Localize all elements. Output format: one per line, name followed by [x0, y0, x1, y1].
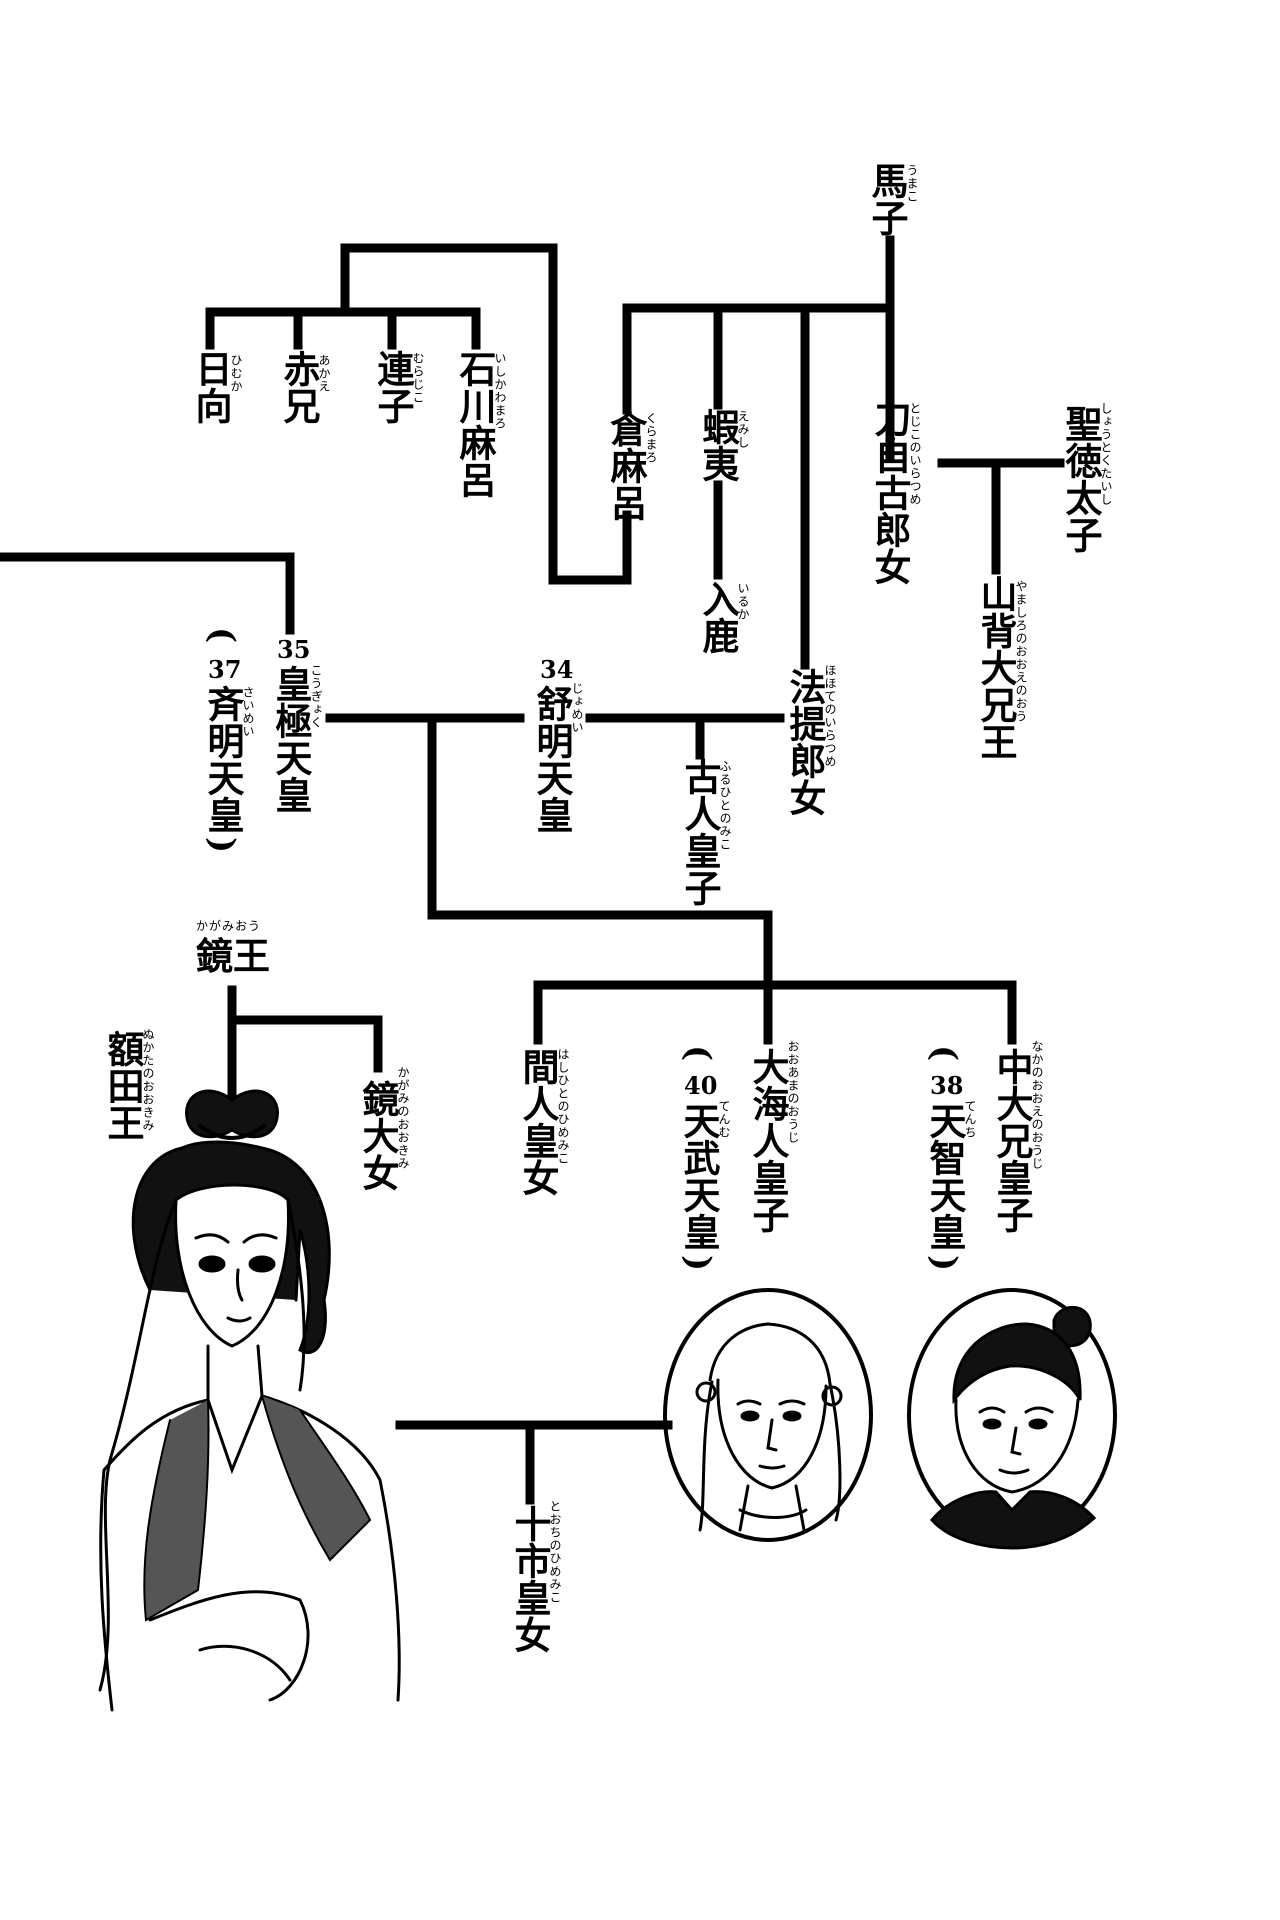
person-yamashiro: 山背大兄王	[974, 575, 1018, 760]
person-tochi: 十市皇女	[508, 1505, 552, 1653]
reading-tenji: てんち	[963, 1100, 977, 1139]
reading-jomei: じょめい	[570, 682, 584, 734]
reign-number-tenji: 38	[930, 1071, 964, 1100]
tree-line-jomei-children	[427, 713, 773, 990]
reading-nukata: ぬかたのおおきみ	[141, 1028, 155, 1132]
person-ishikawamaro: 石川麻呂	[453, 350, 497, 498]
reading-shotoku: しょうとくたいし	[1099, 402, 1113, 506]
reign-number-kogyoku: 35	[277, 635, 311, 664]
person-tojiko: 刀自古郎女	[868, 400, 912, 585]
tree-line-kuramaro-link	[340, 243, 632, 585]
reading-kagami-okimi: かがみのおおきみ	[396, 1066, 410, 1170]
paren-close-saimei: )	[202, 836, 243, 854]
paren-open-tenji: (	[924, 1044, 965, 1062]
reign-number-jomei: 34	[540, 655, 574, 684]
person-nukata: 額田王	[101, 1030, 145, 1141]
reading-umako: うまこ	[905, 164, 919, 203]
reading-furuhito: ふるひとのみこ	[718, 760, 732, 851]
person-kagami-o: 鏡王	[196, 934, 270, 978]
person-tenji: 天智天皇	[923, 1102, 967, 1250]
reading-yamashiro: やましろのおおえのおう	[1014, 580, 1028, 723]
person-furuhito: 古人皇子	[678, 758, 722, 906]
person-iruka: 入鹿	[696, 580, 740, 654]
person-hohote: 法提郎女	[783, 668, 827, 816]
reading-tojiko: とじこのいらつめ	[908, 402, 922, 506]
oama-portrait	[663, 1288, 873, 1542]
person-kuramaro: 倉麻呂	[604, 410, 648, 521]
person-tenmu: 天武天皇	[677, 1102, 721, 1250]
reading-nakanooe: なかのおおえのおうじ	[1030, 1040, 1044, 1170]
reading-hyuga: ひむか	[229, 354, 243, 393]
reign-number-saimei: 37	[208, 655, 242, 684]
paren-close-tenji: )	[924, 1254, 965, 1272]
person-emishi: 蝦夷	[696, 408, 740, 482]
reading-iruka: いるか	[736, 582, 750, 621]
person-hashihito: 間人皇女	[516, 1048, 560, 1196]
person-saimei: 斉明天皇	[201, 685, 245, 833]
reading-tenmu: てんむ	[717, 1100, 731, 1139]
reading-muraji: むらじこ	[411, 352, 425, 404]
reading-kogyoku: こうぎょく	[309, 664, 323, 729]
reading-kagami-o: かがみおう	[196, 919, 262, 933]
reading-oama: おおあまのおうじ	[786, 1040, 800, 1144]
reading-hohote: ほほてのいらつめ	[823, 664, 837, 768]
person-hyuga: 日向	[189, 350, 233, 424]
reign-number-tenmu: 40	[684, 1071, 718, 1100]
reading-emishi: えみし	[736, 410, 750, 449]
person-shotoku: 聖徳太子	[1059, 405, 1103, 553]
person-kagami-okimi: 鏡大女	[356, 1080, 400, 1191]
reading-ishikawamaro: いしかわまろ	[493, 352, 507, 430]
person-nakanooe: 中大兄皇子	[990, 1048, 1034, 1233]
person-akae: 赤兄	[277, 350, 321, 424]
paren-open-saimei: (	[202, 626, 243, 644]
person-umako: 馬子	[865, 162, 909, 236]
person-kogyoku: 皇極天皇	[269, 665, 313, 813]
reading-tochi: とおちのひめみこ	[548, 1500, 562, 1604]
reading-kuramaro: くらまろ	[644, 412, 658, 464]
paren-close-tenmu: )	[678, 1254, 719, 1272]
reading-saimei: さいめい	[241, 686, 255, 738]
reading-hashihito: はしひとのひめみこ	[556, 1048, 570, 1165]
tree-line-kogyoku-left	[0, 552, 295, 635]
paren-open-tenmu: (	[678, 1044, 719, 1062]
person-muraji: 連子	[371, 350, 415, 424]
person-oama: 大海人皇子	[746, 1048, 790, 1233]
reading-akae: あかえ	[317, 354, 331, 393]
nakanooe-portrait	[907, 1288, 1117, 1550]
nukata-portrait	[98, 1089, 401, 1712]
tree-line-kagami-children	[227, 1015, 383, 1073]
person-jomei: 舒明天皇	[530, 685, 574, 833]
